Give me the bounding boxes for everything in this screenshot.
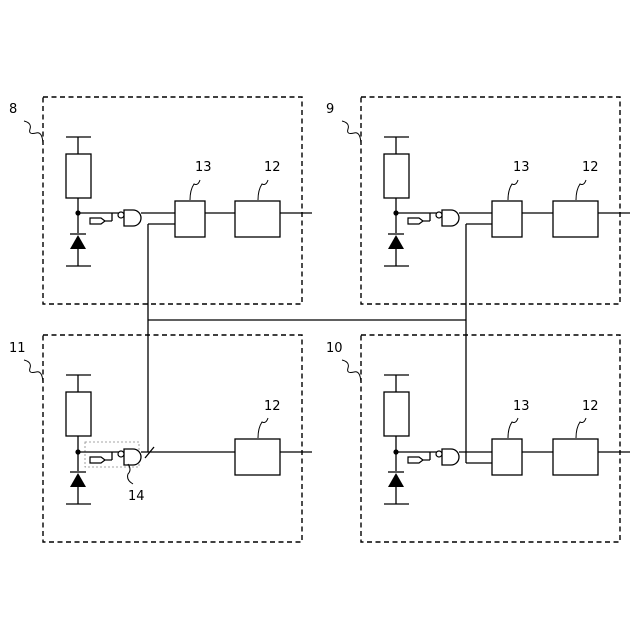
block-12 [235, 201, 280, 237]
panel-label: 9 [326, 102, 334, 117]
callout-leader [258, 418, 268, 438]
panel-leader [342, 121, 361, 143]
gate-icon [118, 210, 141, 226]
diode-icon [70, 234, 86, 249]
resistor [66, 392, 91, 436]
block-13 [175, 201, 205, 237]
panel-8: 8 13 12 [9, 97, 312, 304]
panel-leader [342, 360, 361, 382]
callout-13: 13 [513, 399, 530, 414]
block-12 [235, 439, 280, 475]
panel-leader [24, 360, 43, 382]
panel-leader [24, 121, 43, 143]
panel-label: 11 [9, 341, 26, 356]
resistor [66, 154, 91, 198]
callout-leader [190, 180, 200, 200]
block-13 [492, 201, 522, 237]
panel-label: 10 [326, 341, 343, 356]
panel-10: 10 13 12 [326, 335, 630, 542]
callout-leader [576, 418, 586, 438]
callout-leader [508, 180, 518, 200]
block-13 [492, 439, 522, 475]
resistor [384, 154, 409, 198]
gate-icon [436, 210, 459, 226]
gate-icon [118, 449, 141, 465]
input-tab-icon [90, 457, 112, 463]
callout-leader [576, 180, 586, 200]
interconnect-bus [148, 224, 466, 463]
callout-12: 12 [582, 160, 599, 175]
input-tab-icon [408, 457, 430, 463]
callout-leader [508, 418, 518, 438]
resistor [384, 392, 409, 436]
diode-icon [388, 234, 404, 249]
callout-12: 12 [264, 160, 281, 175]
callout-12: 12 [264, 399, 281, 414]
input-tab-icon [90, 218, 112, 224]
diode-icon [70, 472, 86, 487]
block-12 [553, 439, 598, 475]
callout-leader [258, 180, 268, 200]
callout-14: 14 [128, 489, 145, 504]
panel-11: 11 14 12 [9, 335, 312, 542]
block-12 [553, 201, 598, 237]
callout-13: 13 [513, 160, 530, 175]
panel-label: 8 [9, 102, 17, 117]
gate-icon [436, 449, 459, 465]
callout-12: 12 [582, 399, 599, 414]
panel-9: 9 13 12 [326, 97, 630, 304]
diode-icon [388, 472, 404, 487]
input-tab-icon [408, 218, 430, 224]
callout-13: 13 [195, 160, 212, 175]
